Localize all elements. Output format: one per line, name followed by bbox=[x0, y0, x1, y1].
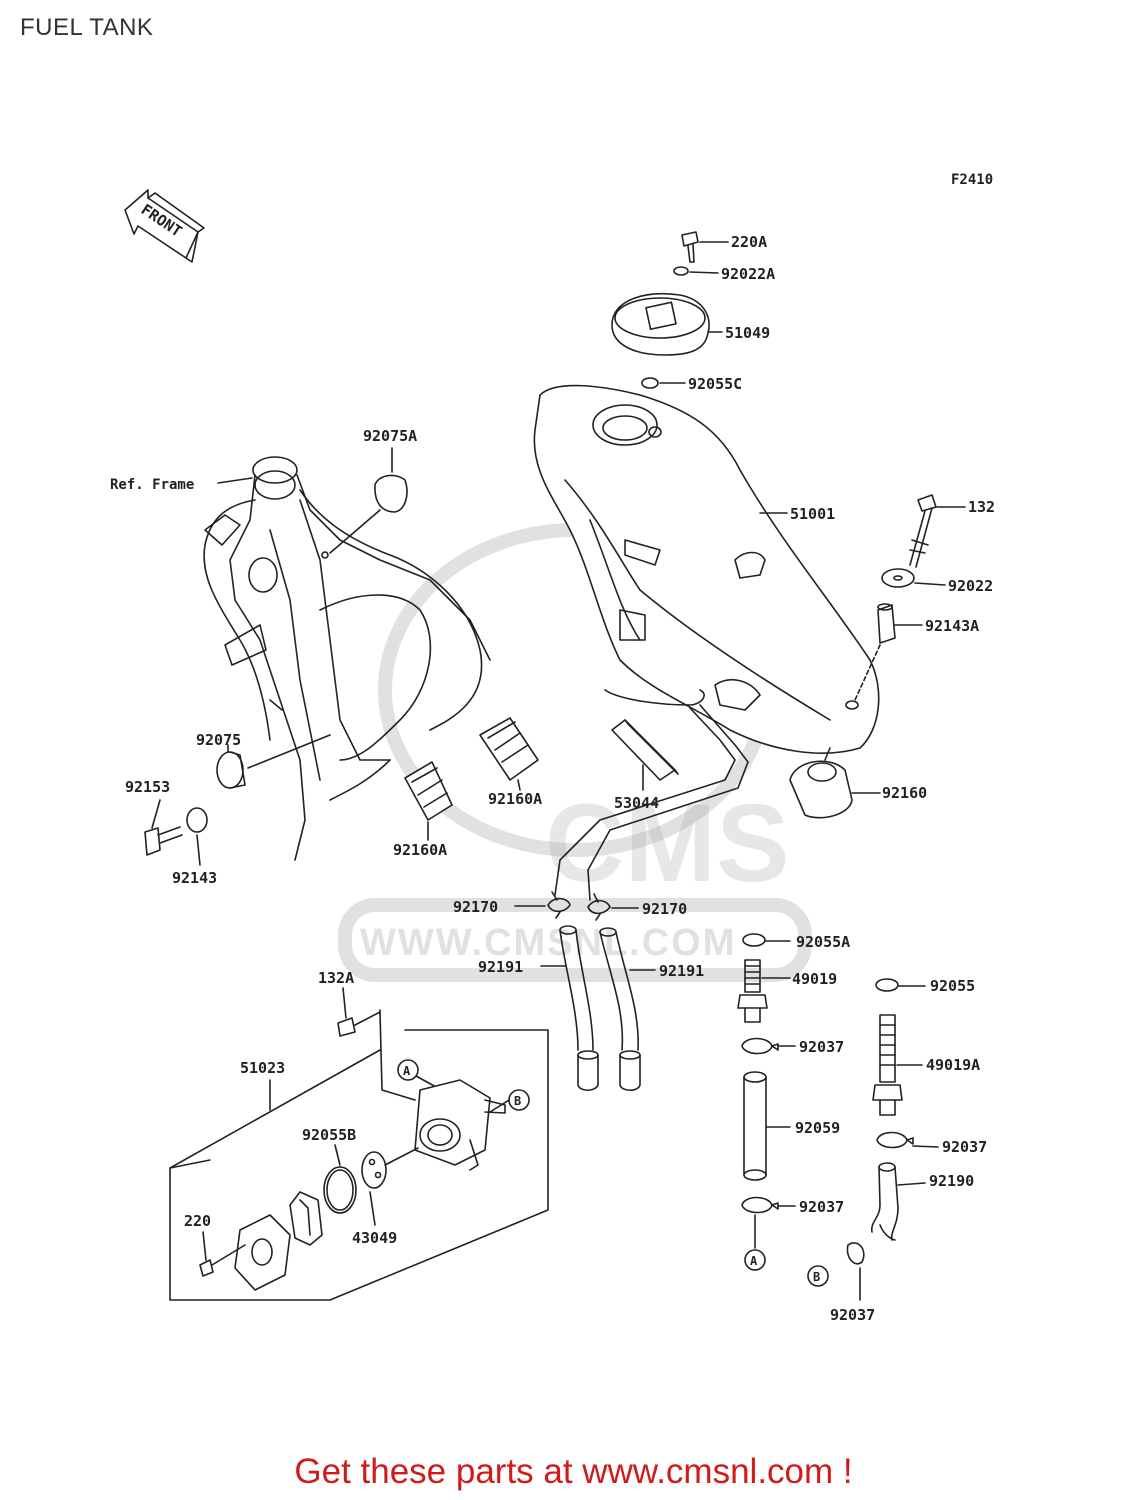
callout-92160: 92160 bbox=[882, 784, 927, 802]
callout-92037-c: 92037 bbox=[799, 1198, 844, 1216]
oring-92055-icon bbox=[875, 978, 926, 992]
callout-92055: 92055 bbox=[930, 977, 975, 995]
rubber-cap-92075A-icon bbox=[329, 447, 408, 554]
callout-51049: 51049 bbox=[725, 324, 770, 342]
callout-92170-right: 92170 bbox=[642, 900, 687, 918]
callout-92143: 92143 bbox=[172, 869, 217, 887]
callout-92055A: 92055A bbox=[796, 933, 850, 951]
callout-92191-right: 92191 bbox=[659, 962, 704, 980]
marker-B-lower: B bbox=[813, 1270, 820, 1284]
marker-A-upper: A bbox=[403, 1064, 411, 1078]
marker-A-lower: A bbox=[750, 1254, 758, 1268]
watermark-brand: CMS bbox=[545, 782, 790, 905]
plate-icon bbox=[234, 1214, 291, 1291]
clamp-92037-c-icon bbox=[741, 1196, 796, 1214]
callout-132: 132 bbox=[968, 498, 995, 516]
washer-92022A-icon bbox=[673, 266, 719, 276]
callout-92153: 92153 bbox=[125, 778, 170, 796]
callout-92037-d: 92037 bbox=[830, 1306, 875, 1324]
callout-92022A: 92022A bbox=[721, 265, 775, 283]
callout-92143A: 92143A bbox=[925, 617, 979, 635]
collar-92143-icon bbox=[186, 807, 208, 866]
damper-92160-icon bbox=[789, 747, 881, 819]
hose-92190-icon bbox=[870, 1162, 926, 1241]
damper-92160A-upper-icon bbox=[479, 717, 539, 791]
gasket-92055C-icon bbox=[641, 377, 686, 389]
callout-92055B: 92055B bbox=[302, 1126, 356, 1144]
callout-92075A: 92075A bbox=[363, 427, 417, 445]
front-arrow-icon bbox=[124, 189, 205, 263]
callout-49019A: 49019A bbox=[926, 1056, 980, 1074]
marker-B-upper: B bbox=[514, 1094, 521, 1108]
damper-92160A-lower-icon bbox=[404, 761, 453, 841]
callout-92055C: 92055C bbox=[688, 375, 742, 393]
callout-49019: 49019 bbox=[792, 970, 837, 988]
assembly-bracket bbox=[169, 1009, 549, 1301]
marker-B-circles bbox=[508, 1089, 829, 1287]
bolt-132A-icon bbox=[337, 987, 356, 1037]
callout-51023: 51023 bbox=[240, 1059, 285, 1077]
callout-220A: 220A bbox=[731, 233, 767, 251]
damper-92075-icon bbox=[216, 734, 331, 789]
bolt-132-icon bbox=[909, 494, 966, 568]
callout-43049: 43049 bbox=[352, 1229, 397, 1247]
footer-link-text[interactable]: Get these parts at www.cmsnl.com ! bbox=[294, 1452, 853, 1491]
frame-icon bbox=[203, 456, 491, 861]
callout-220: 220 bbox=[184, 1212, 211, 1230]
strainer-49019-icon bbox=[737, 959, 791, 1023]
ref-frame-leader bbox=[217, 477, 253, 484]
ref-frame-label: Ref. Frame bbox=[110, 477, 194, 493]
clamp-92037-a-icon bbox=[741, 1037, 796, 1055]
callout-92191-left: 92191 bbox=[478, 958, 523, 976]
callout-92037-a: 92037 bbox=[799, 1038, 844, 1056]
clamp-92037-b-icon bbox=[876, 1131, 939, 1149]
callout-92160A-lower: 92160A bbox=[393, 841, 447, 859]
tank-breather-line bbox=[554, 704, 749, 901]
marker-A-circles bbox=[397, 1059, 766, 1271]
strainer-49019A-icon bbox=[872, 1014, 923, 1116]
gasket-43049-icon bbox=[361, 1147, 419, 1226]
clip-92170-left-icon bbox=[514, 891, 571, 919]
parts-diagram: FRONT bbox=[110, 189, 995, 1324]
hose-92191-left-icon bbox=[540, 925, 599, 1092]
fuel-tank-icon bbox=[533, 384, 880, 754]
hose-92059-icon bbox=[743, 1071, 791, 1249]
lever-icon bbox=[289, 1191, 323, 1246]
callout-92059: 92059 bbox=[795, 1119, 840, 1137]
figure-code: F2410 bbox=[951, 172, 994, 188]
oring-92055B-icon bbox=[323, 1144, 357, 1214]
bolt-220A-icon bbox=[681, 231, 729, 263]
callout-92037-b: 92037 bbox=[942, 1138, 987, 1156]
callout-92190: 92190 bbox=[929, 1172, 974, 1190]
callout-92075: 92075 bbox=[196, 731, 241, 749]
page-title: FUEL TANK bbox=[20, 14, 154, 41]
callout-92160A-upper: 92160A bbox=[488, 790, 542, 808]
fuel-cap-51049-icon bbox=[611, 293, 723, 356]
watermark-url: WWW.CMSNL.COM bbox=[360, 922, 737, 964]
washer-92022-icon bbox=[881, 568, 946, 588]
clip-92170-right-icon bbox=[587, 893, 639, 921]
fuel-cock-51023-icon bbox=[414, 1079, 506, 1171]
collar-92143A-icon bbox=[854, 603, 923, 701]
callout-132A: 132A bbox=[318, 969, 354, 987]
hose-92191-right-icon bbox=[599, 927, 656, 1092]
screw-220-icon bbox=[199, 1231, 246, 1277]
callout-92022: 92022 bbox=[948, 577, 993, 595]
callout-51001: 51001 bbox=[790, 505, 835, 523]
oring-92055A-icon bbox=[742, 933, 791, 947]
callout-92170-left: 92170 bbox=[453, 898, 498, 916]
clamp-92037-d-icon bbox=[846, 1242, 865, 1301]
callout-53044: 53044 bbox=[614, 794, 659, 812]
bolt-92153-icon bbox=[144, 799, 183, 856]
pad-53044-icon bbox=[611, 719, 679, 791]
